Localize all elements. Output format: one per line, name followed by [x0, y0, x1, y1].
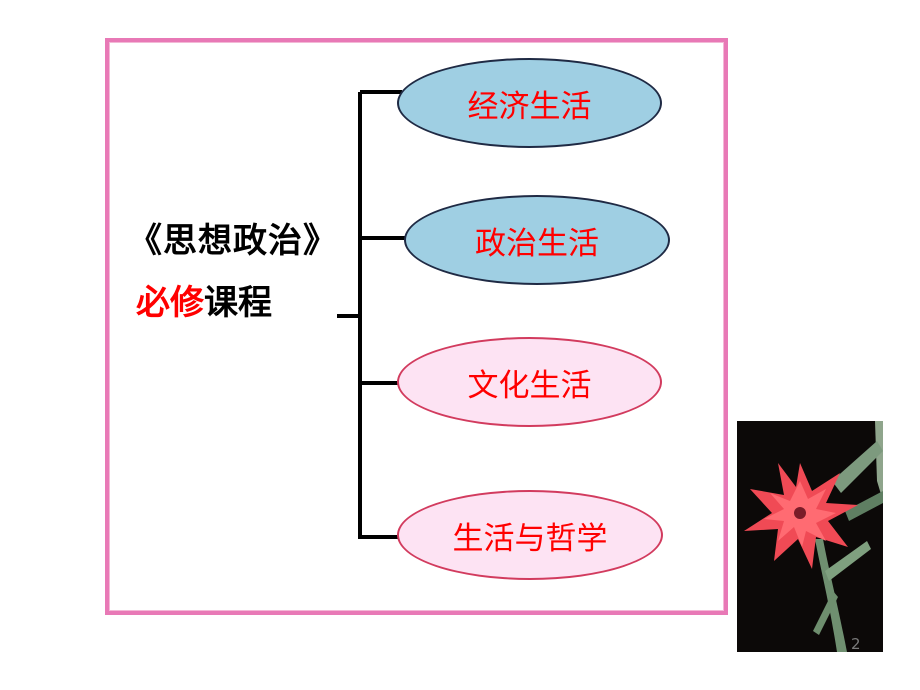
branch-node-philosophy: 生活与哲学 — [397, 490, 663, 580]
page-number: 2 — [851, 635, 861, 653]
branch-label: 生活与哲学 — [452, 520, 608, 557]
branch-label: 文化生活 — [467, 367, 592, 404]
branch-label: 经济生活 — [467, 88, 592, 125]
branch-node-political: 政治生活 — [404, 195, 670, 285]
carnation-image — [737, 421, 883, 652]
branch-node-cultural: 文化生活 — [397, 337, 662, 427]
root-course-label: 课程 — [204, 283, 272, 323]
root-title: 《思想政治》 — [128, 221, 338, 261]
branch-node-economic: 经济生活 — [397, 58, 662, 148]
root-required-label: 必修 — [136, 283, 204, 323]
branch-label: 政治生活 — [475, 225, 599, 262]
slide-frame — [105, 38, 728, 615]
flower-photo — [737, 421, 883, 652]
root-subtitle: 必修课程 — [128, 286, 358, 320]
root-topic: 《思想政治》 必修课程 — [128, 224, 358, 320]
